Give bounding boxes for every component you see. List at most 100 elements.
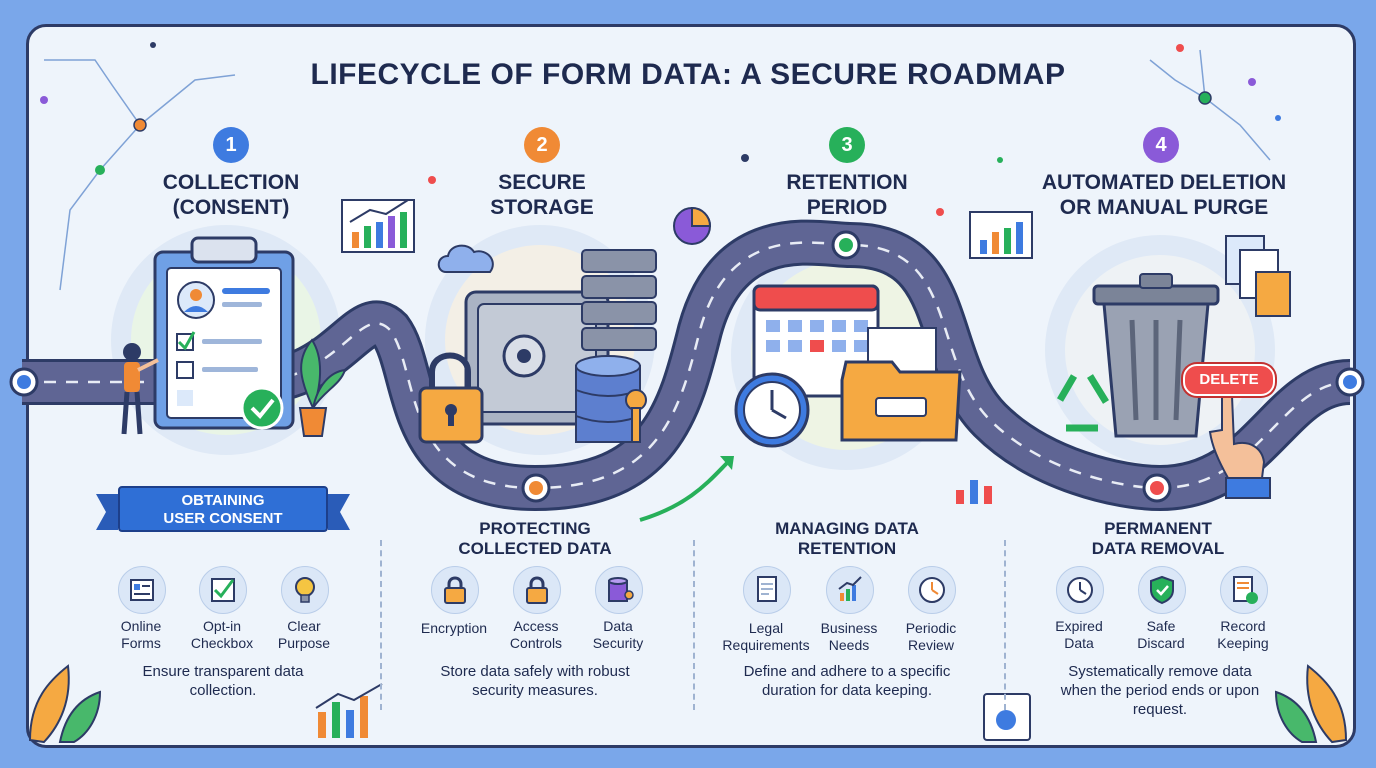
stage-1-badge: 1 — [213, 127, 249, 163]
stage-2-icon-label-1: Encryption — [399, 620, 509, 637]
clock-icon — [1056, 566, 1104, 614]
document-check-icon — [1220, 566, 1268, 614]
desc-line: request. — [1132, 701, 1188, 718]
stage-3-title: RETENTION PERIOD — [697, 170, 997, 220]
desc-line: Ensure transparent data — [142, 663, 304, 680]
stage-1-banner: OBTAINING USER CONSENT — [118, 486, 328, 532]
banner-ribbon-tails — [96, 494, 350, 530]
label-line: Legal — [748, 620, 784, 636]
lock-icon — [431, 566, 479, 614]
stage-1-title-line1: COLLECTION — [162, 171, 300, 194]
growth-chart-icon — [315, 683, 383, 738]
stage-4-description: Systematically remove data when the perio… — [1020, 662, 1300, 719]
clipboard-icon — [153, 236, 295, 430]
form-icon — [118, 566, 166, 614]
recycle-icon — [1056, 374, 1109, 432]
label-line: Expired — [1055, 618, 1103, 634]
road-markers — [9, 230, 1365, 503]
stage-3-subtitle-line1: MANAGING DATA — [775, 519, 919, 538]
stage-2-title-line2: STORAGE — [490, 196, 594, 219]
pie-icon — [673, 206, 712, 245]
documents-icon — [1225, 235, 1291, 317]
stage-4-title-line1: AUTOMATED DELETION — [1041, 171, 1287, 194]
hand-icon — [1208, 395, 1271, 499]
label-line: Record — [1220, 618, 1266, 634]
desc-line: collection. — [189, 682, 257, 699]
desc-line: when the period ends or upon — [1060, 682, 1260, 699]
padlock-icon — [418, 352, 484, 444]
label-line: Purpose — [277, 635, 331, 651]
label-line: Online — [120, 618, 162, 634]
stage-3-subtitle: MANAGING DATA RETENTION — [697, 519, 997, 559]
delete-button[interactable]: DELETE — [1183, 364, 1275, 396]
label-line: Opt-in — [202, 618, 242, 634]
stage-4-badge: 4 — [1143, 127, 1179, 163]
label-line: Keeping — [1217, 635, 1269, 651]
label-line: Needs — [828, 637, 870, 653]
desc-line: Store data safely with robust — [440, 663, 630, 680]
cloud-icon — [437, 244, 494, 273]
stage-4-subtitle: PERMANENT DATA REMOVAL — [1008, 519, 1308, 559]
document-icon — [743, 566, 791, 614]
stage-2-title-line1: SECURE — [498, 171, 586, 194]
label-line: Encryption — [420, 620, 488, 636]
clock-icon — [734, 372, 810, 448]
label-line: Checkbox — [190, 635, 254, 651]
stage-1-banner-line2: USER CONSENT — [163, 510, 283, 527]
page-title: LIFECYCLE OF FORM DATA: A SECURE ROADMAP — [310, 58, 1066, 91]
bar-chart-icon — [956, 480, 992, 504]
folder-icon — [840, 327, 962, 442]
label-line: Access — [513, 618, 559, 634]
stage-3-title-line1: RETENTION — [786, 171, 908, 194]
column-divider — [1004, 540, 1006, 710]
stage-3-description: Define and adhere to a specific duration … — [707, 662, 987, 700]
clock-icon — [908, 566, 956, 614]
leaves-decoration — [28, 664, 1348, 744]
label-line: Data — [603, 618, 633, 634]
label-line: Requirements — [722, 637, 810, 653]
server-icon — [581, 249, 657, 351]
label-line: Periodic — [905, 620, 957, 636]
label-line: Controls — [509, 635, 563, 651]
desc-line: Define and adhere to a specific — [743, 663, 951, 680]
database-icon — [595, 566, 643, 614]
stage-1-title-line2: (CONSENT) — [172, 196, 290, 219]
label-line: Forms — [121, 635, 161, 651]
monitor-icon — [983, 693, 1031, 741]
label-line: Business — [820, 620, 878, 636]
stage-1-description: Ensure transparent data collection. — [83, 662, 363, 700]
desc-line: duration for data keeping. — [761, 682, 933, 699]
chart-icon — [826, 566, 874, 614]
stage-1-title: COLLECTION (CONSENT) — [81, 170, 381, 220]
shield-icon — [1138, 566, 1186, 614]
label-line: Discard — [1137, 635, 1185, 651]
column-divider — [380, 540, 382, 710]
trash-can-icon — [1092, 273, 1220, 438]
stage-2-title: SECURE STORAGE — [392, 170, 692, 220]
label-line: Review — [908, 637, 954, 653]
stage-2-description: Store data safely with robust security me… — [395, 662, 675, 700]
mini-chart-icon — [341, 199, 415, 253]
plant-icon — [298, 338, 347, 437]
desc-line: Systematically remove data — [1068, 663, 1252, 680]
network-dots — [40, 42, 1281, 216]
stage-2-subtitle-line2: COLLECTED DATA — [458, 539, 612, 558]
stage-4-subtitle-line2: DATA REMOVAL — [1091, 539, 1225, 558]
checkbox-icon — [199, 566, 247, 614]
stage-3-subtitle-line2: RETENTION — [797, 539, 897, 558]
stage-2-badge: 2 — [524, 127, 560, 163]
desc-line: security measures. — [472, 682, 598, 699]
database-icon — [575, 355, 647, 443]
stage-4-title: AUTOMATED DELETION OR MANUAL PURGE — [1014, 170, 1314, 220]
